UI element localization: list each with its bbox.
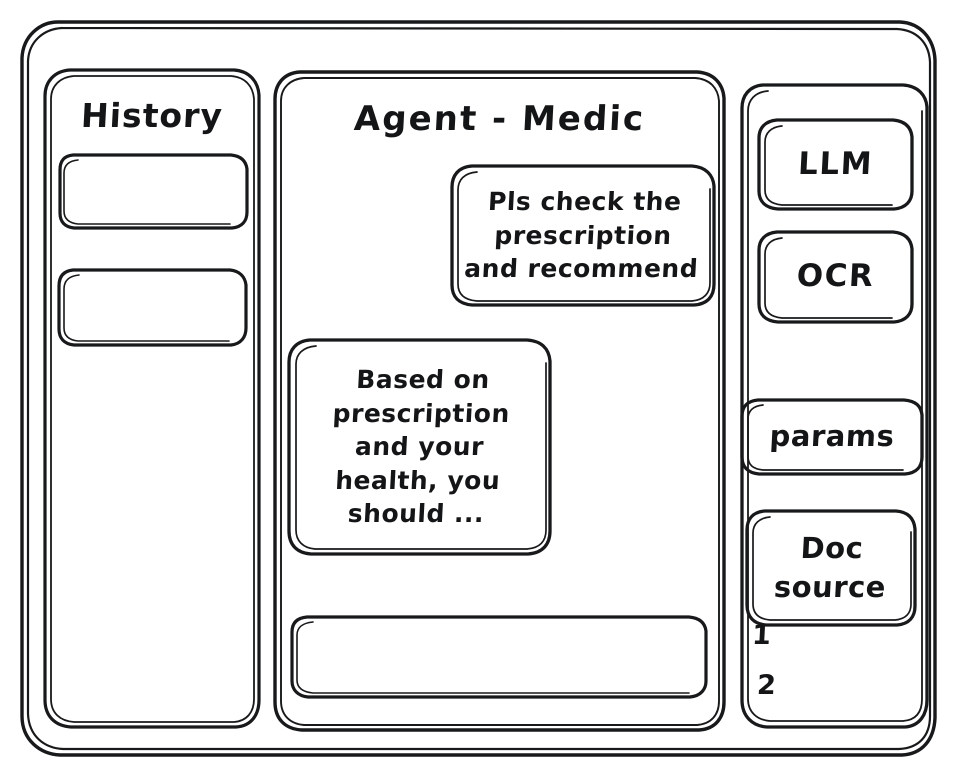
doc-source-item[interactable]: 1	[751, 619, 773, 651]
message-bubble-assistant: Based on prescription and your health, y…	[331, 365, 511, 529]
tool-button-ocr[interactable]: OCR	[795, 258, 876, 295]
tool-button-params[interactable]: params	[768, 419, 896, 454]
doc-source-panel[interactable]: Doc source	[773, 530, 887, 604]
message-bubble-user: Pls check the prescription and recommend	[463, 187, 699, 284]
page-title: Agent - Medic	[352, 99, 647, 140]
message-input[interactable]	[290, 617, 708, 697]
history-item[interactable]	[57, 270, 248, 345]
history-item[interactable]	[58, 155, 249, 228]
doc-source-item[interactable]: 2	[756, 669, 778, 701]
history-panel-title: History	[80, 95, 224, 135]
tool-button-llm[interactable]: LLM	[797, 145, 874, 182]
